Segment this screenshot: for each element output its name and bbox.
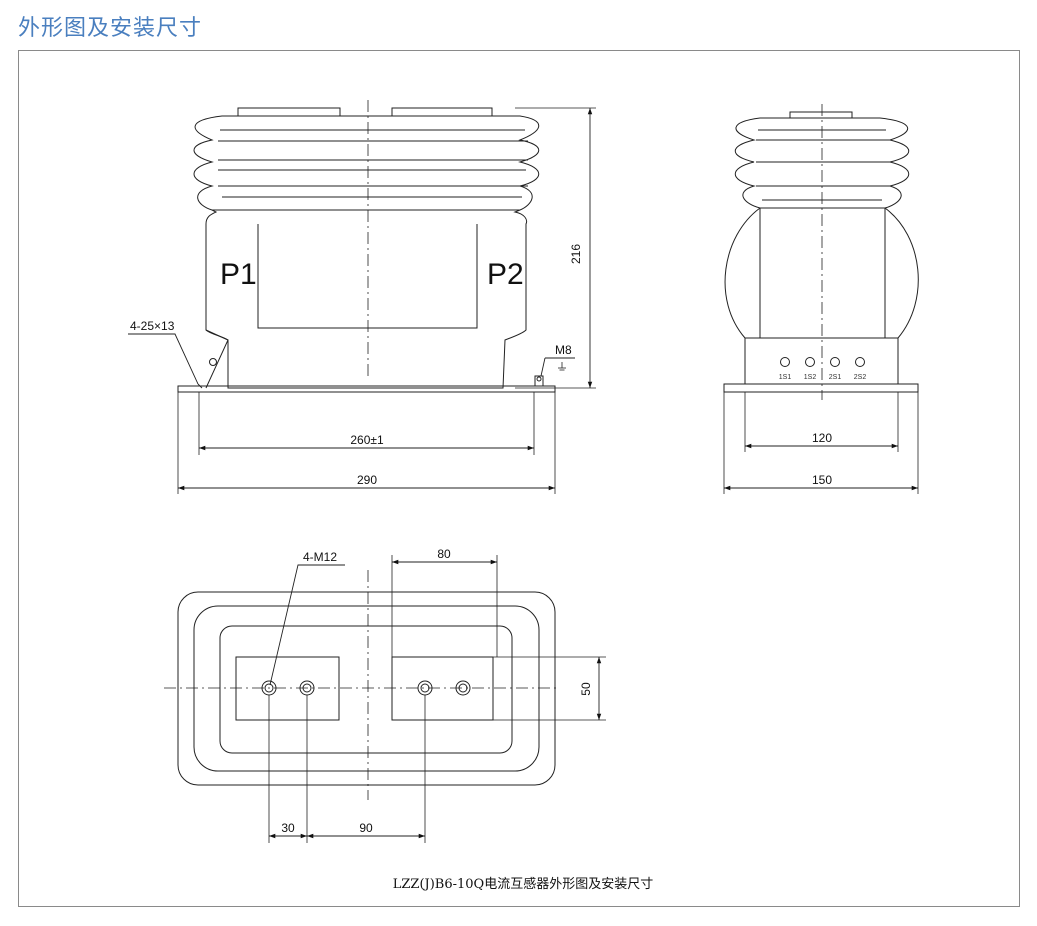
terminal-p2-label: P2 [487, 258, 524, 291]
base-length-label: 290 [357, 473, 377, 487]
top-mid-outline [193, 605, 540, 772]
page-title: 外形图及安装尺寸 [18, 16, 203, 41]
ground-bolt-label: M8 [555, 343, 572, 357]
bolts-label: 4-M12 [303, 550, 337, 564]
drawing-caption: LZZ(J)B6-10Q电流互感器外形图及安装尺寸 [393, 876, 653, 892]
secondary-terminal-1s1: 1S1 [779, 374, 792, 381]
front-top-cap-left [237, 107, 341, 117]
drawing-frame [18, 50, 1020, 907]
bolt-gap-label: 90 [359, 821, 373, 835]
side-base-plate [723, 383, 919, 393]
bolt-pitch-label: 30 [281, 821, 295, 835]
top-left-pad [235, 656, 340, 721]
bolt-height-label: 50 [579, 682, 593, 696]
secondary-terminal-2s1: 2S1 [829, 374, 842, 381]
front-top-cap-right [391, 107, 493, 117]
side-left-bulge [724, 207, 761, 339]
side-base-width-label: 150 [812, 473, 832, 487]
front-shed-outline [193, 115, 540, 389]
top-view [164, 555, 606, 843]
secondary-terminal-2s2: 2S2 [854, 374, 867, 381]
secondary-terminal-1s2: 1S2 [804, 374, 817, 381]
terminal-p1-label: P1 [220, 258, 257, 291]
side-view [723, 104, 919, 494]
front-view [128, 100, 596, 494]
hole-spacing-label: 260±1 [350, 433, 384, 447]
front-base-plate [177, 385, 556, 393]
front-window [257, 224, 478, 329]
side-inner-width-label: 120 [812, 431, 832, 445]
side-top-cap [789, 111, 853, 119]
top-right-pad [391, 656, 494, 721]
top-inner-outline [219, 625, 513, 754]
side-right-bulge [884, 207, 919, 339]
height-dimension-label: 216 [569, 244, 583, 264]
top-outer-outline [177, 591, 556, 786]
terminal-spacing-label: 80 [437, 547, 451, 561]
mount-holes-label: 4-25×13 [130, 319, 175, 333]
